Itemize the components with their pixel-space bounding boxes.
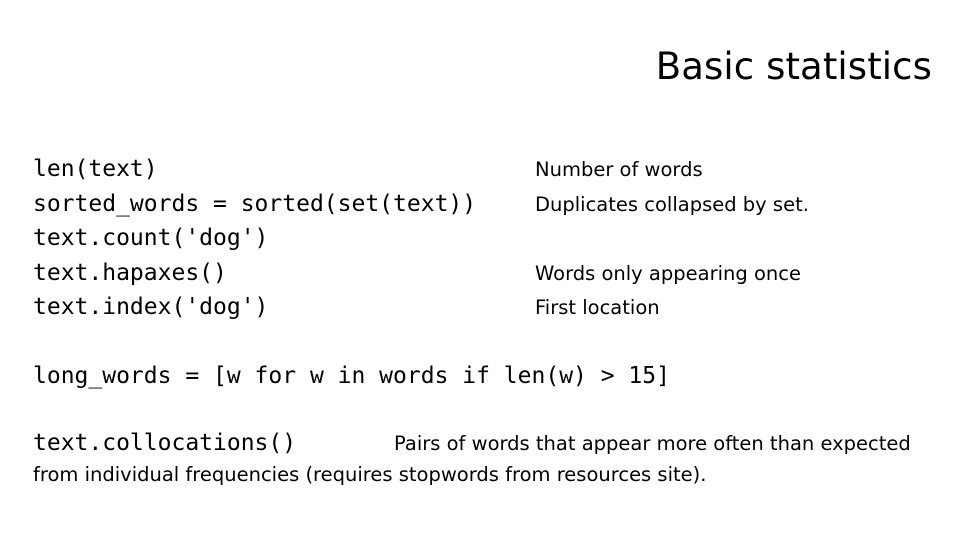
collocations-first-line: text.collocations() Pairs of words that …	[33, 428, 928, 459]
table-row: text.hapaxes() Words only appearing once	[33, 256, 923, 291]
api-reference-table: len(text) Number of words sorted_words =…	[33, 152, 923, 325]
table-row: sorted_words = sorted(set(text)) Duplica…	[33, 187, 923, 222]
api-code-count: text.count('dog')	[33, 225, 269, 252]
table-row: text.index('dog') First location	[33, 290, 923, 325]
collocations-note-line-1: Pairs of words that appear more often th…	[394, 432, 911, 455]
table-row: len(text) Number of words	[33, 152, 923, 187]
api-description-index: First location	[535, 296, 660, 320]
api-code-hapaxes: text.hapaxes()	[33, 259, 227, 286]
api-description-hapaxes: Words only appearing once	[535, 261, 801, 285]
table-row: text.count('dog')	[33, 221, 923, 256]
api-description-len: Number of words	[535, 158, 703, 181]
collocations-note-line-2: from individual frequencies (requires st…	[33, 463, 707, 486]
api-code-len: len(text)	[33, 156, 158, 182]
api-code-collocations: text.collocations()	[33, 430, 297, 456]
page-title: Basic statistics	[655, 45, 932, 88]
api-description-sorted-words: Duplicates collapsed by set.	[535, 192, 809, 216]
collocations-block: text.collocations() Pairs of words that …	[33, 428, 928, 490]
api-code-index: text.index('dog')	[33, 294, 269, 321]
code-line-long-words: long_words = [w for w in words if len(w)…	[33, 363, 670, 389]
api-code-sorted-words: sorted_words = sorted(set(text))	[33, 190, 477, 217]
